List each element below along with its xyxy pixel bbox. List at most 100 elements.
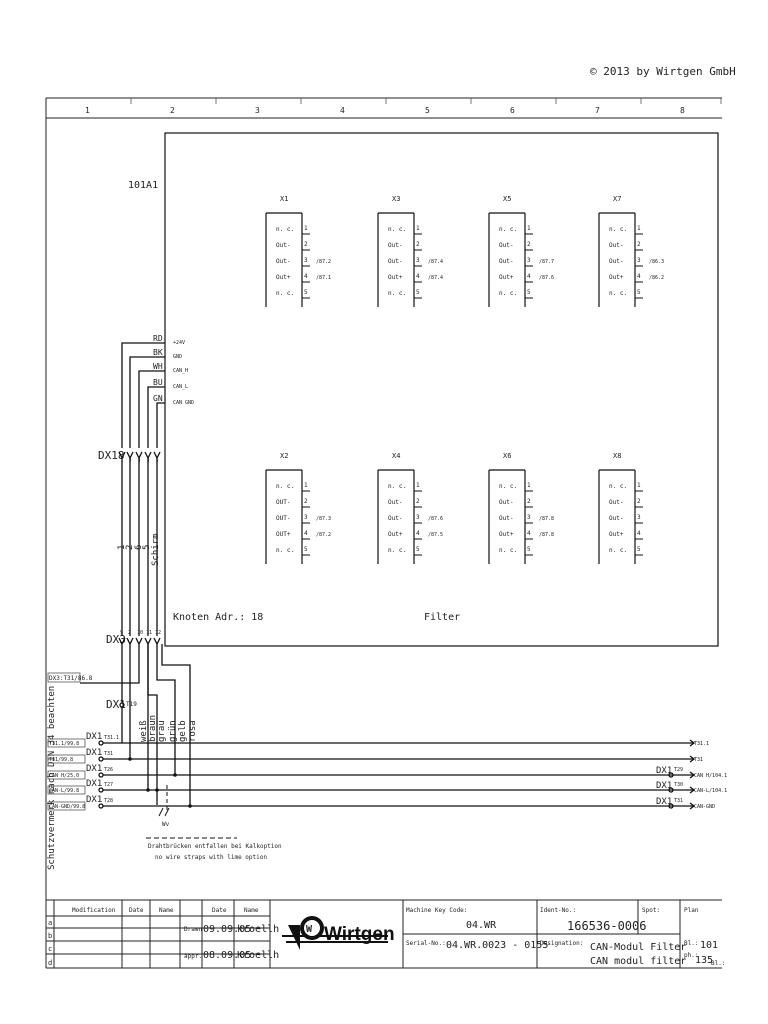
- bus-arrow: [689, 739, 696, 747]
- connector-x1-pin-number: 3: [304, 257, 308, 264]
- bus-left-plug: DX1: [86, 732, 102, 742]
- connector-x6-pin-number: 1: [527, 482, 531, 489]
- bus-arrow: [689, 802, 696, 810]
- column-number: 5: [425, 106, 430, 115]
- bus-left-pin: T28: [104, 798, 113, 804]
- drawn-date: 09.09.05: [203, 924, 251, 935]
- connector-x2-pin-name: n. c.: [276, 547, 294, 554]
- connector-x5-pin-name: Out-: [499, 258, 513, 265]
- bus-left-plug: DX1: [86, 795, 102, 805]
- copyright-text: © 2013 by Wirtgen GmbH: [590, 65, 736, 78]
- power-wire: [129, 356, 165, 448]
- connector-x2-pin-ref: /87.2: [316, 532, 331, 538]
- bus-left-ref: CAN-L/99.8: [49, 788, 79, 794]
- bus-left-pin: T31: [104, 751, 113, 757]
- connector-x3-pin-name: n. c.: [388, 290, 406, 297]
- connector-x8-pin-number: 4: [637, 530, 641, 537]
- connector-x6-pin-ref: /87.8: [539, 516, 554, 522]
- connector-x6-pin-name: Out+: [499, 531, 514, 538]
- bus-right-ref: CAN-L/104.1: [694, 788, 727, 794]
- connector-x1-pin-number: 1: [304, 225, 308, 232]
- connector-x4-pin-number: 3: [416, 514, 420, 521]
- connector-x1-pin-name: Out-: [276, 258, 290, 265]
- connector-x5-pin-ref: /87.6: [539, 275, 554, 281]
- power-wire: [147, 386, 165, 448]
- logo-mark: W: [306, 924, 313, 935]
- connector-x8-pin-name: Out-: [609, 515, 623, 522]
- wire-straps: Wv Drahtbrücken entfallen bei Kalkoption…: [146, 785, 282, 861]
- bus-left-terminal: [98, 740, 104, 746]
- connector-x1-pin-number: 2: [304, 241, 308, 248]
- connector-x2-pin-number: 4: [304, 530, 308, 537]
- machine-key-label: Machine Key Code:: [406, 907, 467, 914]
- connector-x3-pin-number: 5: [416, 289, 420, 296]
- bus-left-plug: DX1: [86, 764, 102, 774]
- sheet-total: 135: [695, 955, 713, 966]
- rev-row-d: d: [48, 959, 52, 967]
- serial-number: 04.WR.0023 - 0155: [446, 940, 548, 951]
- title-block: Modification Date Name a b c d Date Name…: [46, 900, 725, 968]
- connector-x1-pin-name: Out+: [276, 274, 291, 281]
- connector-x7-pin-name: n. c.: [609, 226, 627, 233]
- column-number: 2: [170, 106, 175, 115]
- wire-signal: CAN_H: [173, 368, 188, 374]
- dx3-pin-symbol: [135, 637, 143, 646]
- connector-x2-id: X2: [280, 452, 288, 460]
- wire-signal: +24V: [173, 340, 185, 346]
- protection-note: Schutzvermerk nach DIN 34 beachten: [47, 686, 57, 870]
- wire-signal: GND: [173, 354, 182, 360]
- bus-right-pin: T30: [674, 782, 683, 788]
- core-wire: [161, 644, 191, 805]
- rev-row-a: a: [48, 919, 52, 927]
- connector-x2-pin-name: OUT+: [276, 531, 291, 538]
- bus-ref-box: [47, 754, 86, 764]
- connector-x3-pin-name: n. c.: [388, 226, 406, 233]
- connector-x4-pin-name: Out+: [388, 531, 403, 538]
- connector-x5-pin-name: n. c.: [499, 226, 517, 233]
- dx3-pin-number: 11: [146, 630, 152, 636]
- bus-right-plug: DX1: [656, 797, 672, 807]
- bus-left-pin: T31.1: [104, 735, 119, 741]
- connector-x2-pin-number: 5: [304, 546, 308, 553]
- bus-arrow: [689, 755, 696, 763]
- wire-color-gn: GN: [153, 394, 163, 403]
- sheet-ref-left: DX3:T31/86.8: [49, 675, 93, 682]
- connector-x8-pin-name: Out-: [609, 499, 623, 506]
- connector-x3-pin-ref: /87.4: [428, 259, 443, 265]
- connector-x5-pin-ref: /87.7: [539, 259, 554, 265]
- connector-x2-pin-number: 3: [304, 514, 308, 521]
- bus-right-plug: DX1: [656, 781, 672, 791]
- dx3-pin-number: 12: [155, 630, 161, 636]
- serial-label: Serial-No.:: [406, 940, 446, 947]
- connector-x1-pin-name: Out-: [276, 242, 290, 249]
- connector-x3-id: X3: [392, 195, 400, 203]
- designation-en: CAN modul filter: [590, 956, 686, 967]
- rev-row-c: c: [48, 945, 52, 953]
- bus-left-pin: T26: [104, 767, 113, 773]
- connector-x5-pin-number: 1: [527, 225, 531, 232]
- connector-x8-pin-number: 5: [637, 546, 641, 553]
- bus-ref-box: [47, 785, 86, 795]
- connector-x5-pin-name: n. c.: [499, 290, 517, 297]
- drawn-header-name: Name: [244, 907, 259, 914]
- connector-x7-pin-name: Out-: [609, 258, 623, 265]
- bus-left-ref: T31.1/99.8: [49, 741, 79, 747]
- bus-right-plug: DX1: [656, 766, 672, 776]
- wire-signal: CAN_L: [173, 384, 188, 390]
- machine-key: 04.WR: [466, 920, 497, 931]
- connector-x4-pin-name: Out-: [388, 499, 402, 506]
- wire-color-bk: BK: [153, 348, 163, 357]
- connector-x3-pin-name: Out-: [388, 258, 402, 265]
- dx3-pin-symbol: [153, 637, 161, 646]
- bus-right-ref: T31.1: [694, 741, 709, 747]
- connector-x6-pin-number: 4: [527, 530, 531, 537]
- connector-x6-pin-number: 3: [527, 514, 531, 521]
- bus-left-terminal: [98, 803, 104, 809]
- bus-arrow: [689, 786, 696, 794]
- connector-x3-pin-name: Out+: [388, 274, 403, 281]
- plug-dx1-label: DX1: [106, 698, 126, 711]
- bus-right-ref: T31: [694, 757, 703, 763]
- connector-x5-pin-number: 4: [527, 273, 531, 280]
- bus-left-ref: CAN-GND/99.8: [49, 804, 85, 810]
